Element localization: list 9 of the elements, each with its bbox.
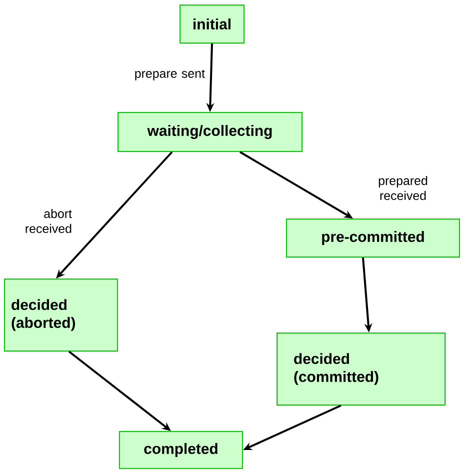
- state-box: decided (aborted): [4, 278, 118, 352]
- state-box: completed: [119, 431, 243, 469]
- state-box: waiting/collecting: [118, 112, 302, 152]
- state-box: initial: [180, 4, 244, 44]
- edge-label: prepared received: [378, 176, 428, 200]
- edge-label: abort received: [26, 208, 72, 234]
- state-box: pre-committed: [286, 218, 460, 258]
- edge-label: prepare sent: [135, 70, 205, 80]
- state-box: decided (committed): [276, 332, 446, 406]
